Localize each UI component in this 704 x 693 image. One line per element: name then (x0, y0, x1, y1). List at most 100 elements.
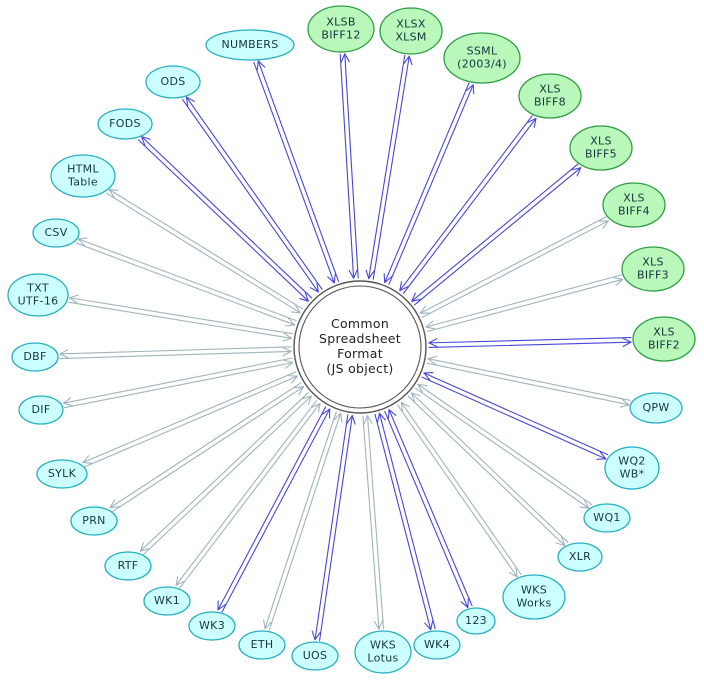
edge-fods (137, 136, 313, 302)
edge-uos (311, 414, 356, 641)
edge-dif (62, 357, 294, 409)
node-label: BIFF12 (321, 29, 360, 42)
edge-ods (182, 96, 323, 293)
node-label: UTF-16 (18, 295, 59, 308)
node-wk3: WK3 (188, 611, 236, 641)
node-label: BIFF8 (534, 96, 566, 109)
edge-html-table (106, 188, 304, 314)
node-label: TXT (26, 282, 49, 295)
node-eth: ETH (238, 630, 286, 660)
node-label: XLSX (396, 18, 426, 31)
edge-wk3 (217, 406, 331, 613)
node-ssml-2003-4: SSML(2003/4) (443, 32, 521, 84)
node-label: DIF (32, 403, 51, 416)
node-label: SSML (467, 45, 498, 58)
node-label: 123 (465, 614, 487, 627)
node-label: XLS (623, 192, 645, 205)
edge-wks-works (396, 401, 522, 578)
node-dbf: DBF (11, 342, 59, 372)
node-label: Table (67, 176, 98, 189)
edge-dbf (59, 346, 292, 360)
node-label: QPW (642, 401, 669, 414)
node-wk4: WK4 (413, 630, 461, 660)
edge-wk1 (175, 399, 321, 589)
node-label: WQ1 (593, 511, 620, 524)
node-csv: CSV (32, 218, 80, 248)
edge-xlsx-xlsm (365, 54, 413, 280)
center-label-line: Format (337, 346, 383, 361)
node-numbers: NUMBERS (205, 29, 295, 61)
node-label: XLS (642, 256, 664, 269)
node-dif: DIF (18, 395, 64, 425)
edge-wk4 (374, 412, 436, 631)
node-label: BIFF4 (618, 205, 650, 218)
edge-123 (384, 409, 473, 609)
node-wq1: WQ1 (583, 503, 631, 533)
edge-txt-utf-16 (68, 294, 293, 342)
node-wk1: WK1 (143, 586, 191, 616)
node-label: UOS (303, 649, 328, 662)
edge-xls-biff5 (411, 163, 582, 306)
node-label: WKS (521, 584, 547, 597)
node-label: XLSM (395, 31, 426, 44)
node-123: 123 (456, 607, 496, 635)
node-label: (2003/4) (457, 58, 507, 71)
edge-xls-biff3 (425, 274, 624, 333)
node-xlr: XLR (557, 542, 603, 572)
node-label: XLSB (326, 16, 355, 29)
center-label-line: (JS object) (326, 361, 393, 376)
edge-csv (76, 237, 297, 327)
edge-wq2-wb (421, 371, 609, 460)
node-label: Lotus (367, 652, 398, 665)
node-label: XLR (569, 550, 591, 563)
node-label: SYLK (48, 467, 77, 480)
node-label: ODS (160, 75, 185, 88)
edge-sylk (82, 371, 298, 468)
edge-xlr (407, 392, 569, 547)
center-label-line: Common (331, 316, 389, 331)
edge-rtf (139, 392, 312, 556)
node-label: ETH (251, 638, 274, 651)
node-label: HTML (67, 163, 99, 176)
node-fods: FODS (97, 108, 153, 140)
edge-eth (263, 411, 343, 631)
node-label: XLS (590, 135, 612, 148)
edge-wks-lotus (362, 415, 385, 630)
node-uos: UOS (291, 641, 339, 671)
edge-xlsb-biff12 (339, 53, 359, 279)
node-ods: ODS (145, 65, 201, 99)
node-label: NUMBERS (222, 38, 279, 51)
node-label: BIFF5 (585, 148, 617, 161)
edge-qpw (426, 355, 631, 408)
edge-wq1 (414, 383, 593, 509)
node-label: BIFF3 (637, 269, 669, 282)
node-label: WK4 (424, 638, 450, 651)
edge-xls-biff4 (419, 216, 609, 318)
node-label: RTF (118, 559, 139, 572)
node-label: XLS (539, 83, 561, 96)
node-rtf: RTF (104, 551, 152, 581)
node-label: FODS (109, 117, 141, 130)
edge-ssml-2003-4 (383, 82, 475, 285)
node-prn: PRN (70, 506, 118, 536)
node-label: BIFF2 (648, 339, 680, 352)
node-label: Works (516, 597, 551, 610)
edge-xls-biff8 (399, 115, 537, 294)
node-label: WB* (620, 468, 645, 481)
node-label: WKS (370, 639, 396, 652)
node-sylk: SYLK (36, 459, 88, 489)
